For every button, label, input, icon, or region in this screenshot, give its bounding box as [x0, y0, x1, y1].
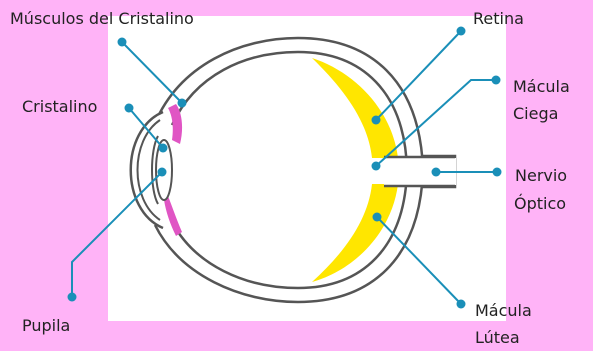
dot-pupil-end — [158, 168, 167, 177]
dot-blind-spot-start — [492, 76, 501, 85]
label-optic-nerve-line1: Nervio — [515, 165, 567, 187]
dot-blind-spot-end — [372, 162, 381, 171]
label-muscles: Músculos del Cristalino — [10, 8, 194, 30]
label-macula-lutea-line1: Mácula — [475, 300, 532, 322]
label-optic-nerve-line2: Óptico — [514, 193, 566, 215]
label-lens: Cristalino — [22, 96, 97, 118]
dot-retina-end — [372, 116, 381, 125]
dot-lens-start — [125, 104, 134, 113]
dot-muscles-end — [178, 99, 187, 108]
label-retina: Retina — [473, 8, 524, 30]
label-blind-spot-line1: Mácula — [513, 76, 570, 98]
label-macula-lutea-line2: Lútea — [475, 327, 520, 349]
dot-macula-lutea-start — [373, 213, 382, 222]
dot-macula-lutea-end — [457, 300, 466, 309]
label-blind-spot-line2: Ciega — [513, 103, 558, 125]
dot-lens-end — [159, 144, 168, 153]
dot-optic-nerve-start — [432, 168, 441, 177]
dot-retina-start — [457, 27, 466, 36]
dot-pupil-start — [68, 293, 77, 302]
label-pupil: Pupila — [22, 315, 70, 337]
dot-muscles-start — [118, 38, 127, 47]
sclera-outer — [155, 38, 423, 302]
dot-optic-nerve-end — [493, 168, 502, 177]
